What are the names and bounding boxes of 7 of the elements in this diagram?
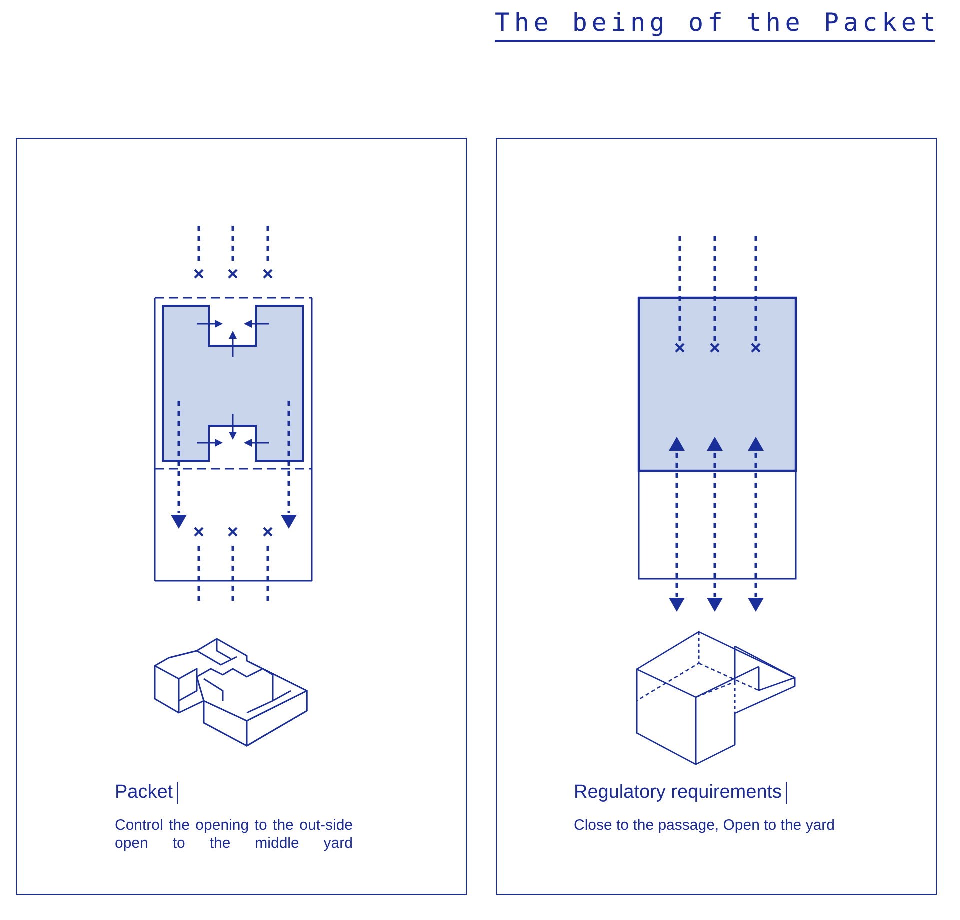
panel-description: Control the opening to the out-side open to the middle yard [115, 817, 353, 853]
page-title: The being of the Packet [495, 8, 935, 42]
panel-heading: Regulatory requirements [574, 782, 788, 804]
diagram-panel [16, 138, 467, 895]
panel-heading: Packet [115, 782, 178, 804]
panel-description: Close to the passage, Open to the yard [574, 817, 836, 835]
diagram-panel [496, 138, 937, 895]
